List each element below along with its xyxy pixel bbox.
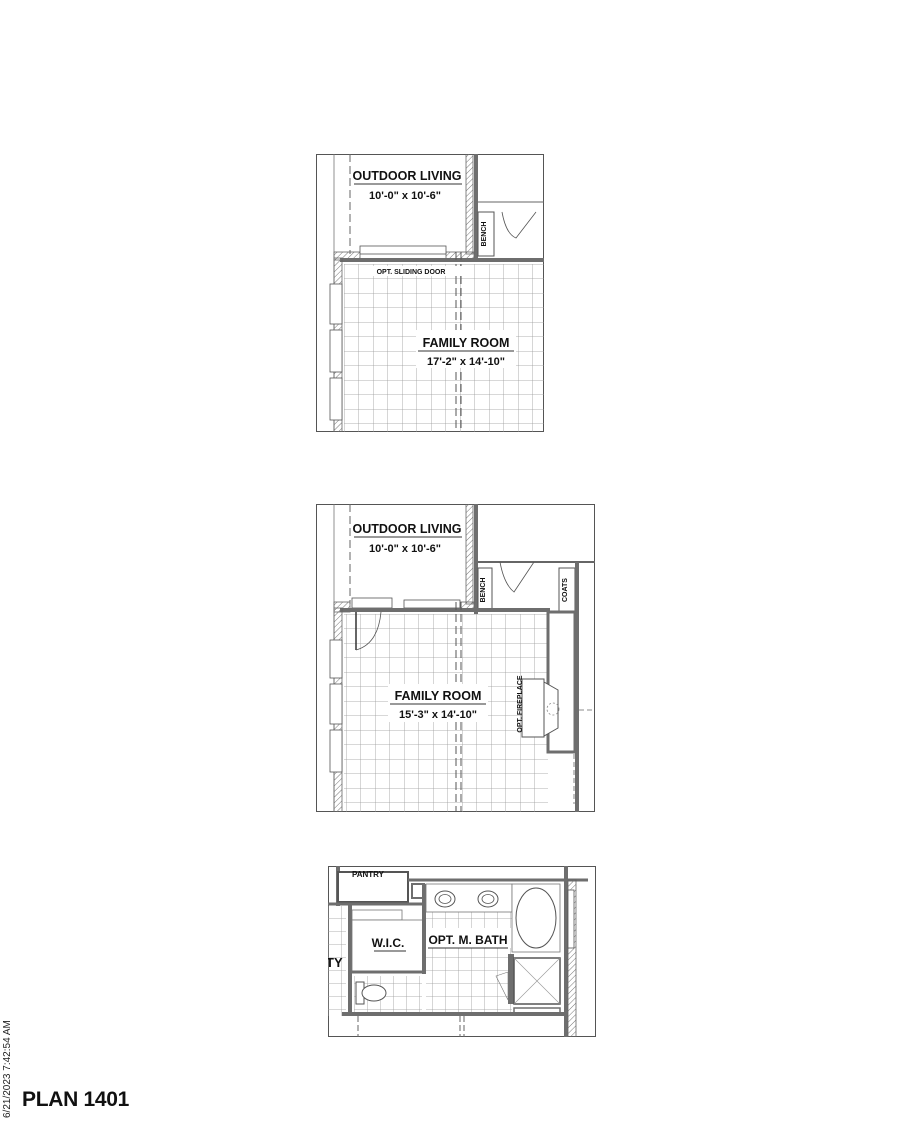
outdoor-living-label: OUTDOOR LIVING (352, 522, 461, 536)
bench-label: BENCH (480, 578, 487, 603)
fireplace-label: OPT. FIREPLACE (517, 675, 524, 733)
master-bath-label: OPT. M. BATH (428, 933, 507, 947)
outdoor-living-dims: 10'-0" x 10'-6" (369, 543, 441, 555)
floor-plan-drawing: BENCH COATS OPT. FIREPLACE (316, 504, 595, 812)
family-room-label: FAMILY ROOM (423, 336, 510, 350)
sliding-door-label: OPT. SLIDING DOOR (377, 269, 446, 276)
utility-label: TY (328, 955, 343, 970)
family-room-label: FAMILY ROOM (395, 689, 482, 703)
coats-label: COATS (562, 578, 569, 602)
plan-title: PLAN 1401 (22, 1088, 130, 1111)
wic-label: W.I.C. (372, 936, 405, 950)
outdoor-living-dims: 10'-0" x 10'-6" (369, 190, 441, 202)
outdoor-living-label: OUTDOOR LIVING (352, 169, 461, 183)
pantry-label: PANTRY (352, 870, 385, 879)
print-timestamp: 6/21/2023 7:42:54 AM (2, 1020, 13, 1118)
family-room-dims: 17'-2" x 14'-10" (427, 356, 505, 368)
bench-label: BENCH (481, 222, 488, 247)
floor-plan-panel-master-bath: PANTRY W.I.C. TY OPT. M. BATH (328, 866, 596, 1037)
floor-plan-drawing: BENCH OPT. SLIDING DOOR OUTDOOR LIVING 1… (316, 154, 544, 432)
floor-plan-panel-family-room-1: BENCH OPT. SLIDING DOOR OUTDOOR LIVING 1… (316, 154, 544, 432)
family-room-dims: 15'-3" x 14'-10" (399, 709, 477, 721)
floor-plan-drawing: PANTRY W.I.C. TY OPT. M. BATH (328, 866, 596, 1037)
floor-plan-panel-family-room-2: BENCH COATS OPT. FIREPLACE (316, 504, 595, 812)
